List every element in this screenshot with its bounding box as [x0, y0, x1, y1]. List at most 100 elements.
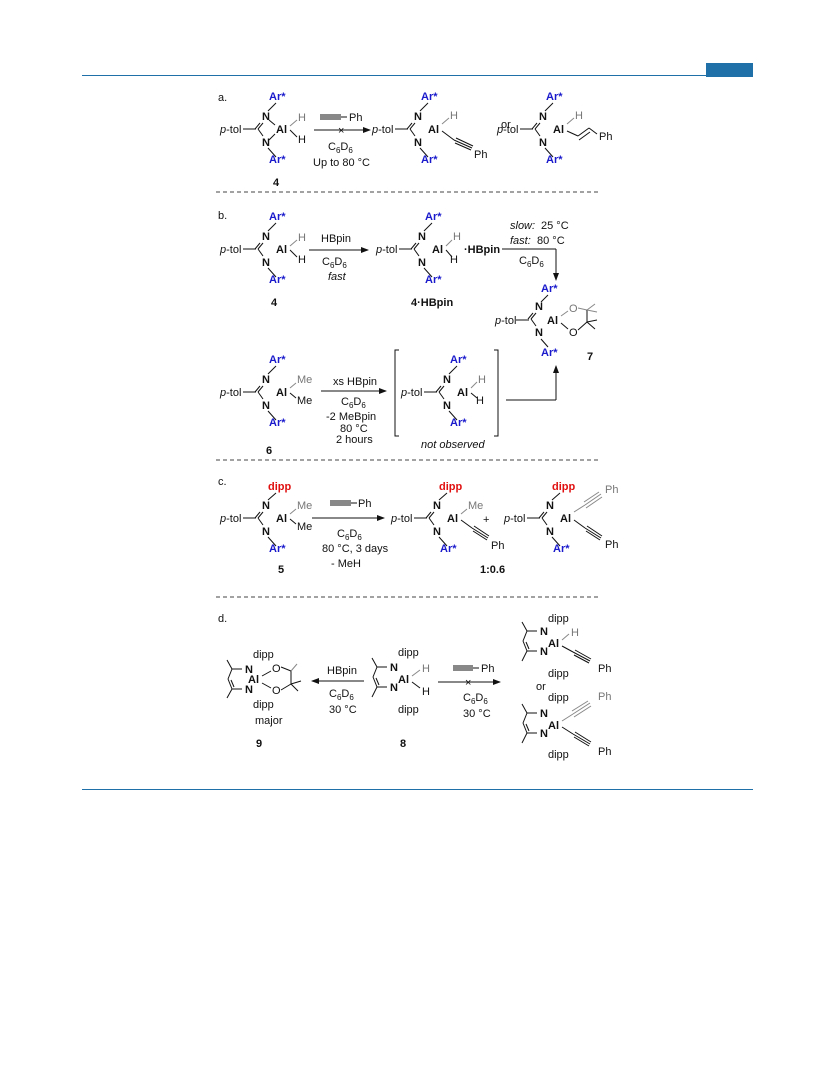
svg-text:Al: Al [547, 315, 558, 327]
svg-text:dipp: dipp [398, 704, 419, 716]
svg-text:7: 7 [587, 351, 593, 363]
svg-text:Ar*: Ar* [269, 211, 286, 223]
svg-text:dipp: dipp [548, 749, 569, 761]
svg-text:Al: Al [248, 674, 259, 686]
not-observed-label: not observed [421, 439, 485, 451]
compound-8-structure: N N dipp dipp Al H H [371, 647, 430, 716]
svg-text:N: N [414, 137, 422, 149]
svg-text:fast: fast [328, 271, 347, 283]
svg-text:N: N [418, 231, 426, 243]
svg-text:Ar*: Ar* [269, 154, 286, 166]
svg-text:+: + [483, 514, 489, 526]
svg-text:N: N [262, 257, 270, 269]
adduct-4-hbpin-structure: Ar* N Al p-tol N Ar* H H ·HBpin [375, 211, 500, 286]
compound-5-structure: dipp N Al p-tol N Ar* Me Me [219, 481, 312, 555]
reaction-arrow-c: Ph C6D6 80 °C, 3 days - MeH [312, 498, 389, 570]
svg-text:N: N [540, 626, 548, 638]
reaction-arrow-d1: HBpin C6D6 30 °C [311, 665, 364, 716]
svg-text:N: N [443, 400, 451, 412]
svg-text:slow:: slow: [510, 220, 535, 232]
svg-text:O: O [569, 303, 578, 315]
svg-text:O: O [272, 685, 281, 697]
svg-text:H: H [476, 395, 484, 407]
svg-text:major: major [255, 715, 283, 727]
svg-text:H: H [298, 254, 306, 266]
svg-text:N: N [414, 111, 422, 123]
svg-text:H: H [422, 663, 430, 675]
svg-text:N: N [245, 684, 253, 696]
svg-text:8: 8 [400, 738, 406, 750]
svg-text:N: N [262, 374, 270, 386]
svg-text:H: H [298, 134, 306, 146]
reaction-arrow-b2: xs HBpin C6D6 -2 MeBpin 80 °C 2 hours [321, 376, 387, 446]
header-rule [82, 75, 753, 76]
svg-text:N: N [539, 137, 547, 149]
svg-text:2 hours: 2 hours [336, 434, 373, 446]
svg-text:Ar*: Ar* [450, 417, 467, 429]
blocked-mark: × [338, 125, 344, 137]
svg-text:H: H [298, 112, 306, 124]
svg-text:Ph: Ph [358, 498, 371, 510]
intermediate-structure: Ar* N Al p-tol N Ar* H H [394, 349, 499, 437]
svg-text:N: N [540, 708, 548, 720]
svg-text:Al: Al [548, 638, 559, 650]
svg-text:N: N [262, 137, 270, 149]
svg-text:p-tol: p-tol [494, 315, 516, 327]
svg-text:N: N [262, 500, 270, 512]
svg-text:Up to 80 °C: Up to 80 °C [313, 157, 370, 169]
svg-text:N: N [535, 301, 543, 313]
product-d1-structure: N N dipp dipp Al H Ph [521, 613, 611, 680]
svg-text:Al: Al [432, 244, 443, 256]
footer-rule [82, 789, 753, 790]
svg-text:H: H [298, 232, 306, 244]
svg-text:Ph: Ph [598, 663, 611, 675]
compound-6-structure: Ar* N Al p-tol N Ar* Me Me [219, 354, 312, 429]
product-d2-structure: N N dipp dipp Al Ph Ph [521, 691, 611, 761]
compound-7-structure: Ar* N Al p-tol N Ar* O O [494, 283, 598, 359]
svg-text:25 °C: 25 °C [541, 220, 569, 232]
svg-text:dipp: dipp [253, 649, 274, 661]
svg-text:H: H [478, 374, 486, 386]
svg-text:Ph: Ph [599, 131, 612, 143]
svg-text:N: N [539, 111, 547, 123]
svg-text:Ar*: Ar* [546, 154, 563, 166]
header-tab [706, 63, 753, 77]
svg-text:80 °C: 80 °C [340, 423, 368, 435]
compound-4-label: 4 [273, 177, 280, 189]
or-a: or [501, 119, 511, 131]
svg-text:Ph: Ph [598, 746, 611, 758]
ptol-label: p-tol [219, 124, 241, 136]
svg-text:Ph: Ph [491, 540, 504, 552]
svg-text:HBpin: HBpin [327, 665, 357, 677]
svg-text:- MeH: - MeH [331, 558, 361, 570]
svg-text:C6D6: C6D6 [322, 256, 347, 270]
product-ratio: 1:0.6 [480, 564, 505, 576]
svg-text:Ar*: Ar* [450, 354, 467, 366]
svg-text:dipp: dipp [398, 647, 419, 659]
svg-text:Al: Al [553, 124, 564, 136]
svg-text:dipp: dipp [268, 481, 291, 493]
svg-text:Me: Me [468, 500, 483, 512]
svg-text:N: N [262, 111, 270, 123]
svg-text:H: H [450, 254, 458, 266]
svg-text:C6D6: C6D6 [341, 396, 366, 410]
svg-text:-2 MeBpin: -2 MeBpin [326, 411, 376, 423]
svg-text:Ph: Ph [598, 691, 611, 703]
svg-text:N: N [390, 662, 398, 674]
svg-text:Ar*: Ar* [269, 543, 286, 555]
panel-a-label: a. [218, 92, 227, 104]
svg-text:Me: Me [297, 500, 312, 512]
svg-text:Ar*: Ar* [541, 283, 558, 295]
reaction-arrow-a: Ph × C6D6 Up to 80 °C [313, 112, 371, 169]
svg-text:·HBpin: ·HBpin [464, 244, 500, 256]
svg-text:O: O [569, 327, 578, 339]
svg-text:N: N [433, 500, 441, 512]
svg-text:N: N [443, 374, 451, 386]
ar-label: Ar* [269, 91, 286, 103]
svg-text:Al: Al [398, 674, 409, 686]
reaction-arrow-d2: Ph × C6D6 30 °C [438, 663, 501, 720]
svg-text:H: H [422, 686, 430, 698]
svg-text:Al: Al [447, 513, 458, 525]
svg-text:Ar*: Ar* [269, 274, 286, 286]
svg-text:Ar*: Ar* [269, 417, 286, 429]
